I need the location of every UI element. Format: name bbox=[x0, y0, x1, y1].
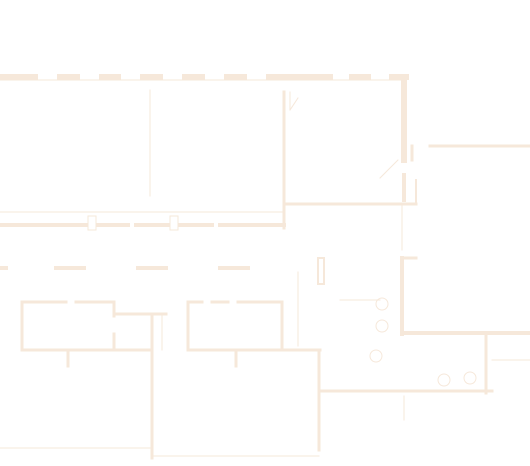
fixture-circle bbox=[437, 373, 451, 387]
fixture-circle bbox=[369, 349, 383, 363]
upper-right-door bbox=[379, 159, 399, 179]
door-leaf bbox=[289, 97, 299, 111]
fixtures bbox=[87, 215, 477, 387]
walls bbox=[0, 74, 530, 460]
column bbox=[87, 215, 97, 231]
fixture-circle bbox=[463, 371, 477, 385]
shaft bbox=[317, 257, 325, 285]
fixture-circle bbox=[375, 297, 389, 311]
column bbox=[169, 215, 179, 231]
fixture-circle bbox=[375, 319, 389, 333]
